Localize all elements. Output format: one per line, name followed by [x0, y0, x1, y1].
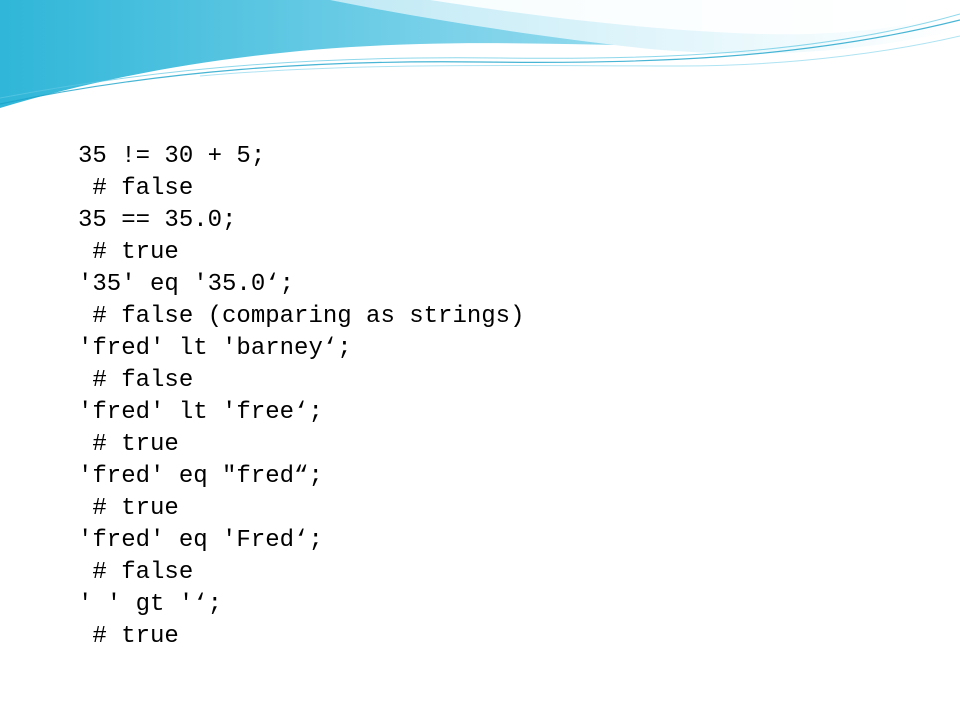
code-line: 'fred' eq 'Fred‘;: [78, 527, 323, 554]
code-line: # true: [78, 623, 179, 650]
wave-line-2: [0, 13, 960, 99]
code-block: 35 != 30 + 5; # false 35 == 35.0; # true '…: [78, 141, 918, 653]
code-line: '35' eq '35.0‘;: [78, 271, 295, 298]
wave-line-3: [199, 35, 960, 77]
code-line: 35 != 30 + 5;: [78, 143, 266, 170]
code-line: 'fred' lt 'free‘;: [78, 399, 323, 426]
code-line: # true: [78, 431, 179, 458]
code-line: # false (comparing as strings): [78, 303, 525, 330]
header-wave-decoration: [0, 0, 960, 108]
wave-band-white: [430, 0, 960, 35]
code-line: 'fred' lt 'barney‘;: [78, 335, 352, 362]
code-line: # true: [78, 495, 179, 522]
code-line: # false: [78, 559, 194, 586]
code-line: # false: [78, 367, 194, 394]
code-line: # false: [78, 175, 194, 202]
code-line: 'fred' eq "fred“;: [78, 463, 323, 490]
wave-line-1: [0, 19, 960, 105]
code-line: # true: [78, 239, 179, 266]
code-line: ' ' gt '‘;: [78, 591, 223, 618]
code-line: 35 == 35.0;: [78, 207, 237, 234]
